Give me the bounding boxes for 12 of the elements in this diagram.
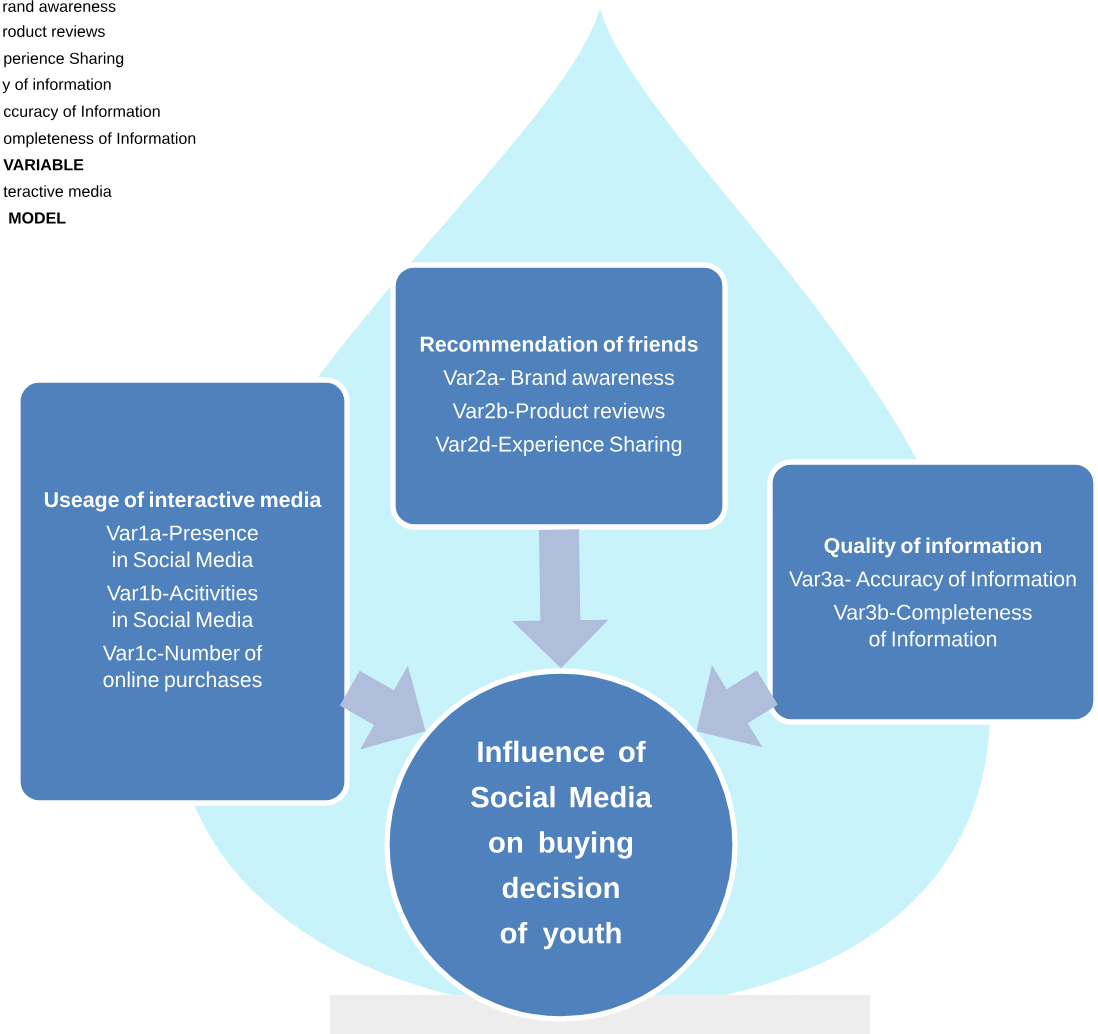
- text-line: ccuracy of Information: [3, 105, 160, 121]
- text-line: MODEL: [9, 212, 66, 224]
- text-line: rand awareness: [3, 0, 116, 12]
- text-line: perience Sharing: [4, 52, 124, 68]
- variable-box: Quality of information Var3a- Accuracy of Information Var3b-Completeness of Information: [767, 459, 1098, 725]
- variable-box: Recommendation of friends Var2a- Brand awareness Var2b-Product reviews Var2d-Experience Sharing: [390, 262, 728, 530]
- variable-box: Useage of interactive media Var1a-Presence in Social Media Var1b-Acitivities in Social Media Var1c-Number of online purchases: [15, 377, 350, 806]
- text-line: teractive media: [3, 185, 112, 197]
- text-line: roduct reviews: [3, 25, 105, 37]
- text-line: ompleteness of Information: [3, 132, 196, 148]
- text-line: y of information: [2, 78, 111, 94]
- text-line: VARIABLE: [3, 159, 84, 171]
